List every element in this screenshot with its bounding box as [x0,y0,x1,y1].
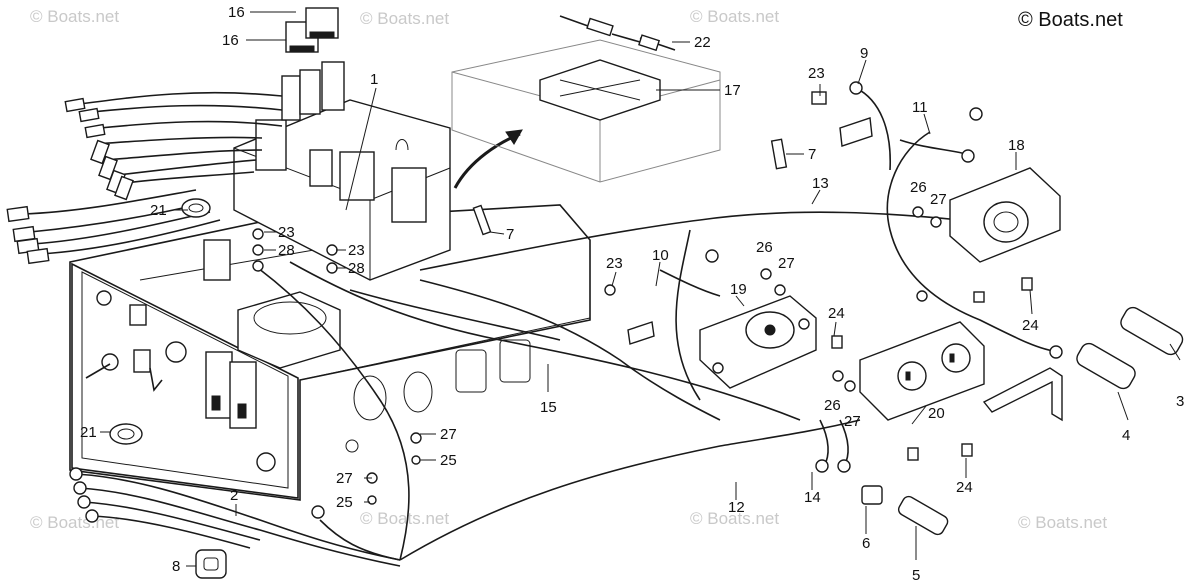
watermarks: © Boats.net © Boats.net © Boats.net © Bo… [30,7,1107,532]
receptacle-19 [699,295,817,389]
callout-label: 7 [506,226,514,243]
callout-label: 13 [812,175,829,192]
callout-label: 12 [728,499,745,516]
callout-label: 25 [336,494,353,511]
callout-label: 5 [912,567,920,584]
callout-label: 9 [860,45,868,62]
callout-label: 15 [540,399,557,416]
callout-label: 27 [778,255,795,272]
copyright-text: © Boats.net [1018,9,1123,31]
callout-label: 23 [348,242,365,259]
callout-label: 24 [828,305,845,322]
callout-label: 2 [230,487,238,504]
watermark-text: © Boats.net [360,9,449,28]
watermark-text: © Boats.net [30,513,119,532]
callout-label: 14 [804,489,821,506]
wire-harnesses [6,81,1063,579]
callout-label: 27 [844,413,861,430]
small-parts [252,91,1033,505]
callout-label: 27 [440,426,457,443]
callout-label: 7 [808,146,816,163]
callout-label: 27 [336,470,353,487]
watermark-text: © Boats.net [1018,513,1107,532]
callout-label: 27 [930,191,947,208]
callout-label: 1 [370,71,378,88]
callout-label: 10 [652,247,669,264]
callout-label: 20 [928,405,945,422]
watermark-text: © Boats.net [30,7,119,26]
fuse-cover [451,15,721,183]
receptacle-20 [859,321,985,421]
callout-label: 18 [1008,137,1025,154]
callout-label: 26 [756,239,773,256]
callout-label: 25 [440,452,457,469]
callout-label: 23 [278,224,295,241]
callout-label: 3 [1176,393,1184,410]
callout-label: 23 [606,255,623,272]
callout-label: 17 [724,82,741,99]
callout-label: 24 [1022,317,1039,334]
callout-label: 16 [228,4,245,21]
callout-label: 24 [956,479,973,496]
callout-label: 28 [278,242,295,259]
callout-label: 4 [1122,427,1130,444]
callout-label: 26 [824,397,841,414]
terminal-bracket [897,306,1184,536]
watermark-text: © Boats.net [360,509,449,528]
callout-label: 6 [862,535,870,552]
callout-label: 21 [80,424,97,441]
relay-block [203,7,523,281]
callout-labels: 16 16 1 22 17 23 9 11 7 18 13 26 27 21 7… [80,4,1184,584]
callout-label: 21 [150,202,167,219]
callout-label: 26 [910,179,927,196]
callout-label: 11 [912,99,928,116]
callout-label: 28 [348,260,365,277]
callout-label: 8 [172,558,180,575]
callout-leaders [100,11,1181,567]
control-box [69,204,591,501]
callout-label: 16 [222,32,239,49]
watermark-text: © Boats.net [690,509,779,528]
callout-label: 23 [808,65,825,82]
receptacle-18 [949,167,1061,263]
callout-label: 19 [730,281,747,298]
callout-label: 22 [694,34,711,51]
watermark-text: © Boats.net [690,7,779,26]
